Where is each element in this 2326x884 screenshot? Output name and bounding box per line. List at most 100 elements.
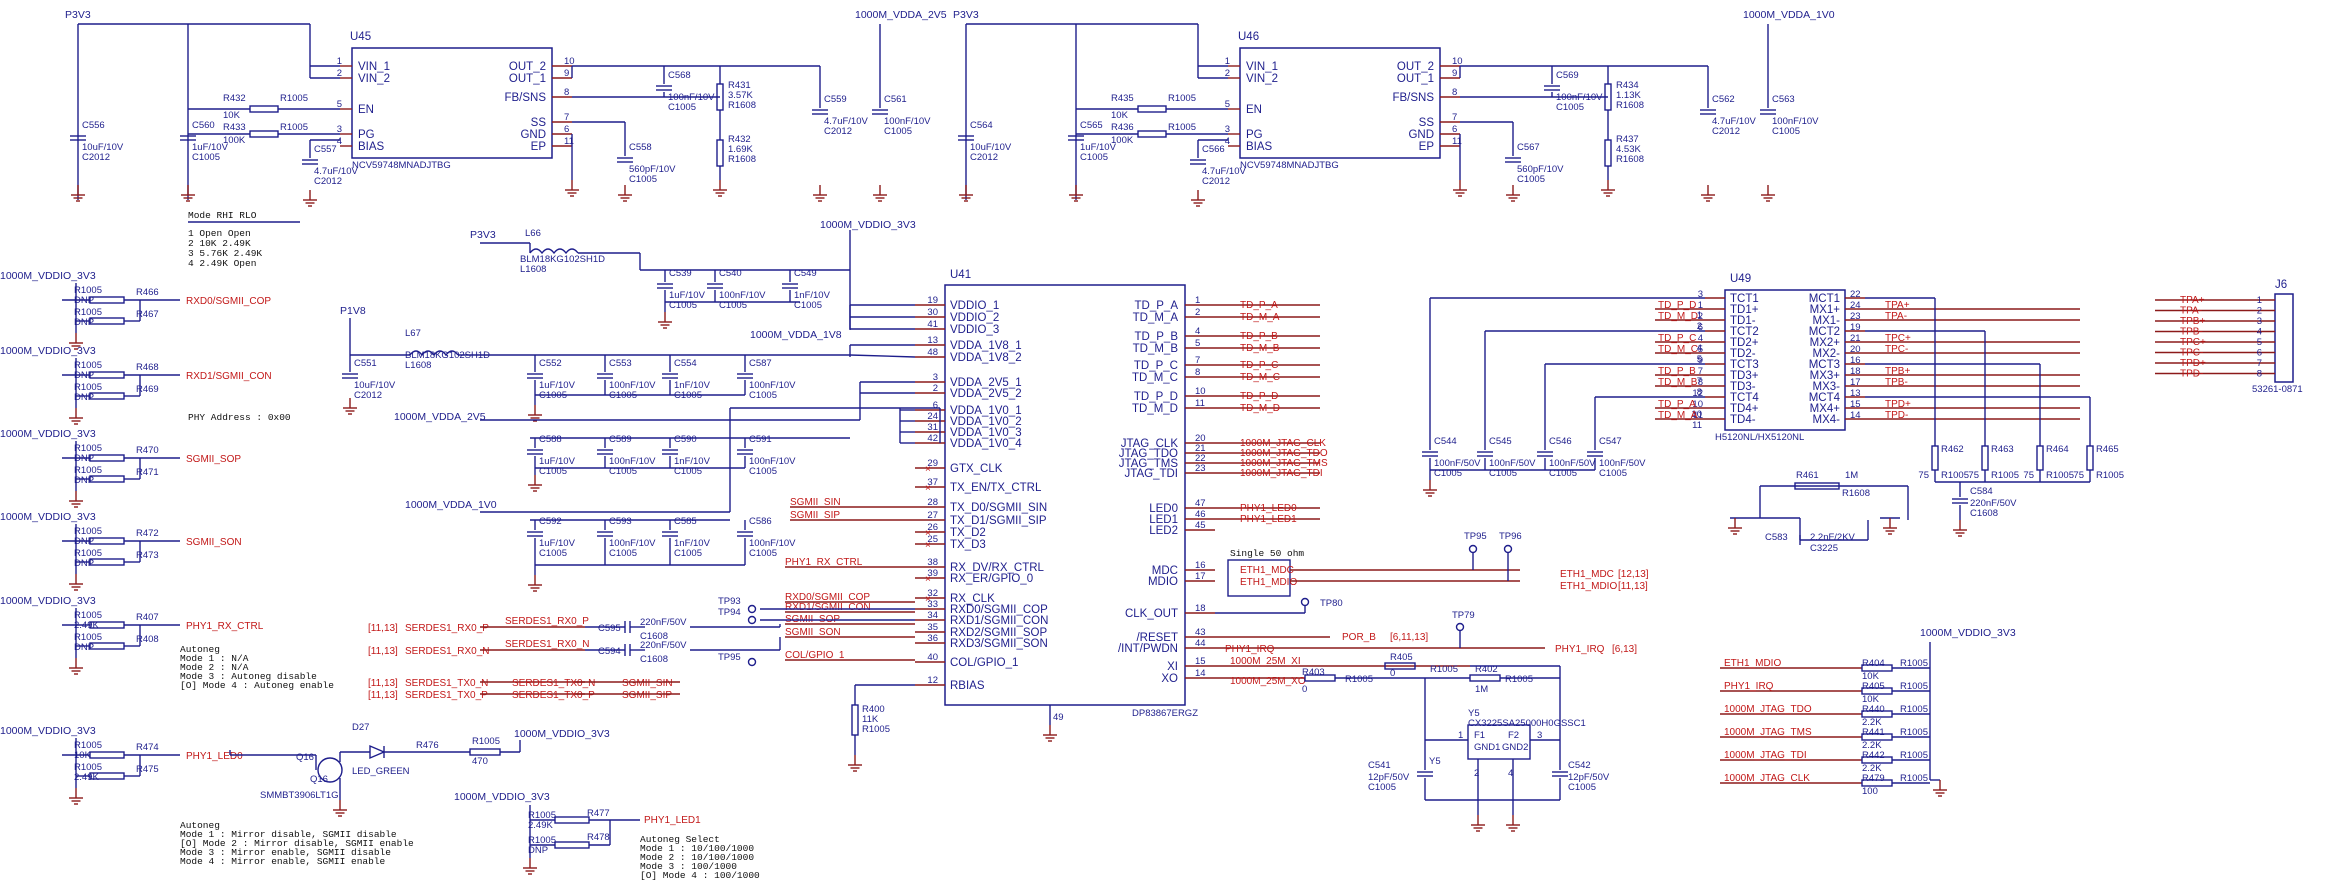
resistor-package: R1005 [74, 632, 102, 643]
pin-number: 48 [927, 347, 938, 358]
resistor-value: 10K [1111, 110, 1129, 121]
crystal-pin-label: F2 [1508, 730, 1519, 741]
pin-name: GTX_CLK [950, 463, 1003, 475]
rail-label: 1000M_VDDIO_3V3 [0, 270, 96, 282]
pin-number: 34 [927, 610, 938, 621]
resistor-package: R1005 [74, 307, 102, 318]
cap-ref: C567 [1517, 142, 1540, 153]
crystal-pin-label: GND1 [1474, 742, 1500, 753]
resistor-body [89, 558, 125, 566]
testpoint-label: TP94 [718, 607, 741, 618]
rail-label: P1V8 [340, 305, 366, 317]
cap-package: C1005 [1549, 468, 1577, 479]
net-label: SGMII_SON [186, 537, 242, 548]
rail-label: 1000M_VDDIO_3V3 [0, 725, 96, 737]
pin-number: 21 [1850, 333, 1861, 344]
pin-number: 39 [927, 568, 938, 579]
pin-name: VDDIO_3 [950, 324, 999, 336]
pin-name: JTAG_TMS [1119, 458, 1179, 470]
resistor-ref: R404 [1862, 658, 1885, 669]
cap-package: C3225 [1810, 543, 1838, 554]
resistor-body [89, 751, 125, 759]
ground-symbol [1043, 725, 1057, 742]
resistor-value: DNP [74, 536, 94, 547]
crystal-pin-label: GND2 [1502, 742, 1528, 753]
ferrite-part: BLM18KG102SH1D [405, 350, 490, 361]
resistor-package: R1005 [74, 465, 102, 476]
connector-j6 [2274, 293, 2294, 383]
resistor-ref: R435 [1111, 93, 1134, 104]
autoneg-note: Autoneg [180, 644, 220, 655]
resistor-value: 10K [1862, 671, 1880, 682]
capacitor [1068, 135, 1084, 141]
cap-package: C1005 [1556, 102, 1584, 113]
ground-symbol [1953, 520, 1967, 537]
pin-number: 3 [2257, 316, 2262, 327]
pin-number: 13 [927, 335, 938, 346]
resistor-package: R1005 [1900, 773, 1928, 784]
pin-name: TD2- [1730, 348, 1756, 360]
resistor-value: 1M [1475, 684, 1488, 695]
net-label: TD_P_C [1240, 360, 1278, 371]
pin-name: MX3+ [1810, 370, 1841, 382]
pin-number: 41 [927, 319, 938, 330]
cap-package: C1005 [884, 126, 912, 137]
pin-name: OUT_1 [1397, 73, 1434, 85]
resistor-body [1384, 662, 1416, 670]
resistor-value: DNP [74, 317, 94, 328]
cap-ref: C568 [668, 70, 691, 81]
cap-ref: C552 [539, 358, 562, 369]
impedance-box [1227, 559, 1291, 597]
ground-symbol [1069, 185, 1083, 202]
pin-name: VIN_1 [1246, 61, 1278, 73]
pin-name: SS [531, 117, 547, 129]
resistor-ref: R475 [136, 764, 159, 775]
resistor-body [851, 704, 859, 736]
resistor-value: 0 [1390, 668, 1395, 679]
resistor-package: R1005 [1430, 664, 1458, 675]
cap-ref: C562 [1712, 94, 1735, 105]
resistor-package: R1005 [1345, 674, 1373, 685]
pin-number: 2 [1225, 68, 1230, 79]
pin-number: 20 [1850, 344, 1861, 355]
pin-number: 11 [1693, 410, 1703, 421]
net-label: PHY1_IRQ [1225, 644, 1275, 655]
resistor-package: R1005 [1505, 674, 1533, 685]
mode-table-row: 3 5.76K 2.49K [188, 248, 262, 259]
pin-number: 4 [337, 136, 342, 147]
net-label: SERDES1_TX0_P [405, 690, 488, 701]
resistor-package: R1005 [74, 360, 102, 371]
capacitor [812, 109, 828, 115]
resistor-package: R1005 [1900, 727, 1928, 738]
pin-number: 5 [2257, 337, 2262, 348]
resistor-body [1794, 482, 1840, 490]
net-ref: [11,13] [368, 690, 398, 701]
net-ref: [11,13] [368, 646, 398, 657]
cap-package: C1005 [749, 466, 777, 477]
wire [849, 354, 916, 358]
net-label: SERDES1_RX0_N [405, 646, 489, 657]
net-label: TPB+ [2180, 316, 2205, 327]
pin-name: RX_ER/GPIO_0 [950, 573, 1033, 585]
pin-number: 8 [1452, 87, 1457, 98]
resistor-package: R1005 [74, 740, 102, 751]
pin-name: OUT_1 [509, 73, 546, 85]
resistor-value: DNP [528, 845, 548, 856]
pin-number: 22 [1195, 453, 1206, 464]
pin-number: 5 [1697, 354, 1702, 365]
pin-number: 7 [1195, 355, 1200, 366]
capacitor [737, 373, 753, 379]
resistor-value: 10K [223, 110, 241, 121]
pin-number: 3 [933, 372, 938, 383]
pin-name: TD3+ [1730, 370, 1759, 382]
cap-package: C2012 [314, 176, 342, 187]
pin-number: 9 [564, 68, 569, 79]
no-connect-mark: × [925, 464, 931, 475]
resistor-ref: R437 [1616, 134, 1639, 145]
pin-name: TD_P_D [1134, 391, 1178, 403]
pin-name: TD_M_C [1132, 372, 1178, 384]
ground-symbol [873, 185, 887, 202]
net-label: PHY1_LED0 [1240, 503, 1297, 514]
pin-name: LED0 [1149, 503, 1178, 515]
